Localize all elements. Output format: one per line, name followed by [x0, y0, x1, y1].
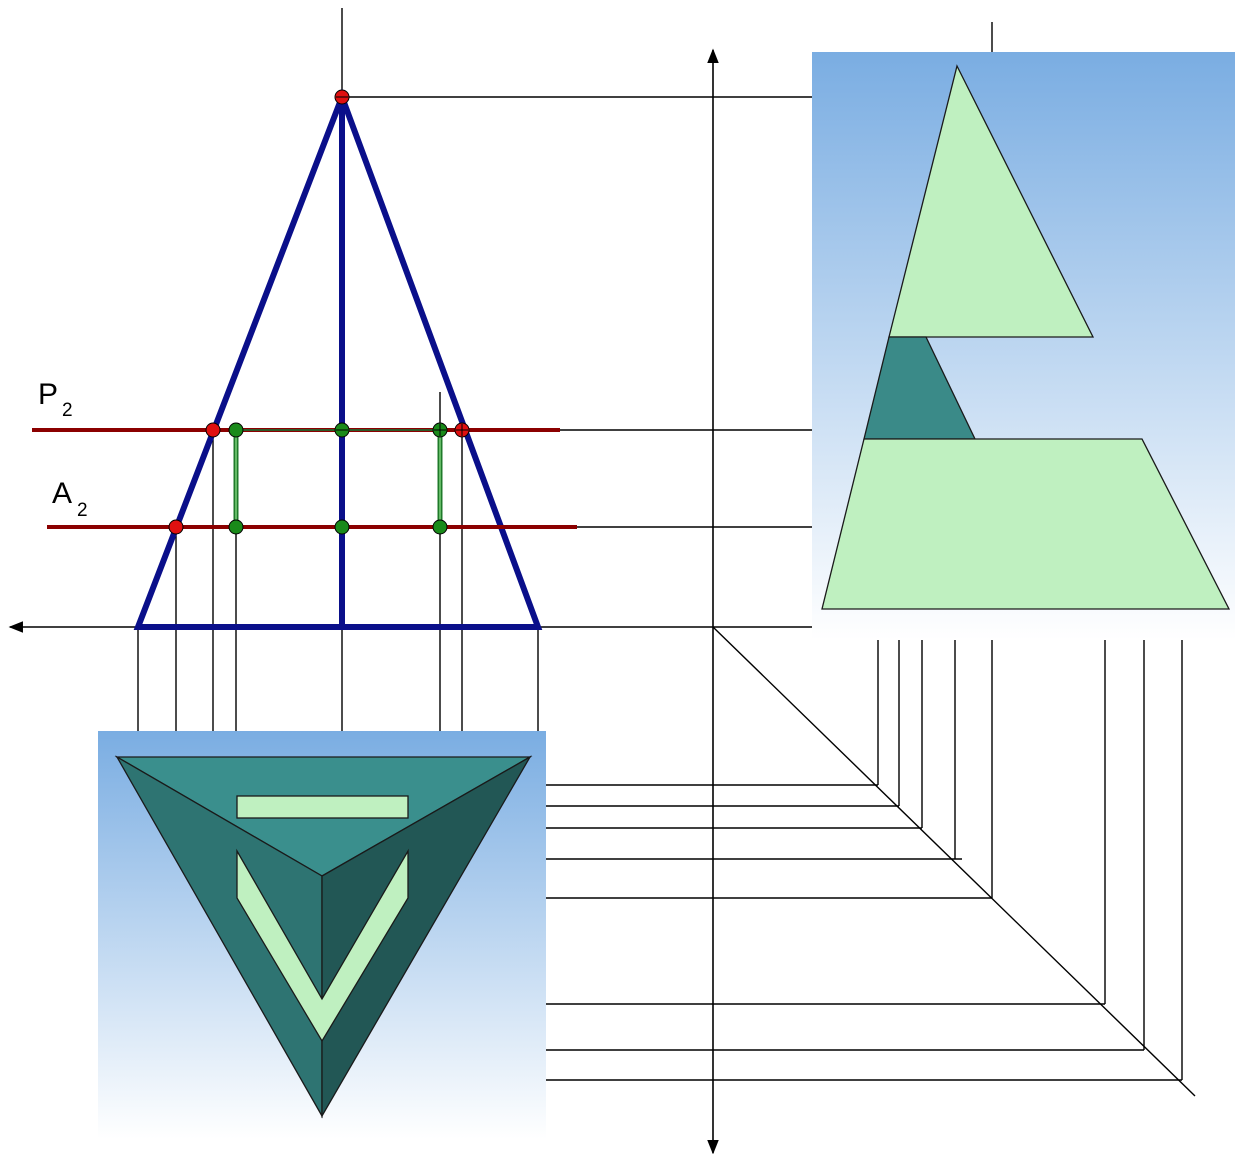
side-view-lower-face — [821, 438, 1231, 610]
intersection-point — [205, 422, 221, 438]
side-view-upper-face — [888, 64, 1095, 338]
label-p: P — [38, 378, 58, 411]
pyramid-front-outline — [133, 88, 543, 630]
slot-point — [228, 422, 244, 438]
constant-line-45deg — [712, 626, 1196, 1097]
label-p-subscript: 2 — [62, 400, 73, 421]
front-view: P 2 A 2 — [32, 88, 577, 630]
intersection-point — [168, 519, 184, 535]
slot-point — [432, 519, 448, 535]
slot-point — [228, 519, 244, 535]
construction-lines — [137, 8, 1196, 1097]
side-view-panel — [812, 52, 1235, 640]
slot-point — [334, 519, 350, 535]
point-crosshairs — [336, 96, 468, 436]
points-green — [228, 422, 448, 535]
label-a-subscript: 2 — [77, 500, 88, 521]
points-red — [168, 89, 470, 535]
top-view-right-face — [321, 755, 532, 1119]
top-view-upper-cut — [236, 795, 409, 819]
label-a: A — [52, 477, 72, 510]
top-view-panel — [98, 731, 546, 1139]
top-view-v-cut — [236, 848, 409, 1043]
